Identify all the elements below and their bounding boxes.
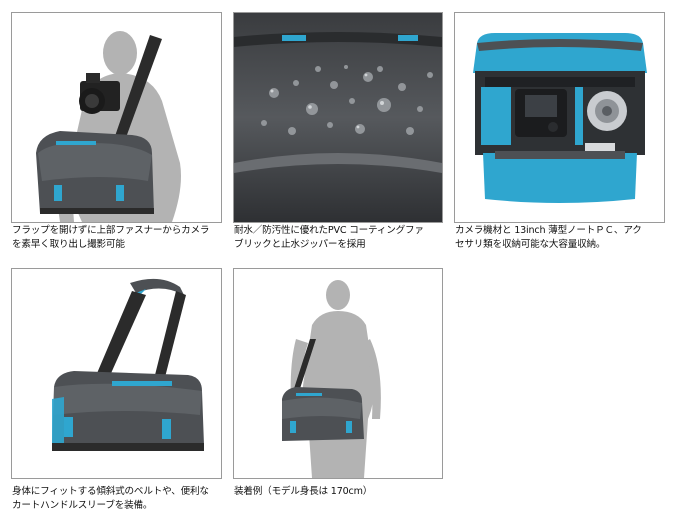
open-bag-interior-photo [455, 13, 664, 222]
person-with-camera-and-bag-photo [12, 13, 221, 222]
caption-line: 身体にフィットする傾斜式のベルトや、便利な [12, 486, 209, 497]
panel-caption: 耐水／防汚性に優れたPVC コーティングファ ブリックと止水ジッパーを採用 [234, 224, 424, 252]
photo-frame [233, 268, 443, 479]
bag-with-shoulder-strap-photo [12, 269, 221, 478]
photo-frame [11, 12, 222, 223]
caption-line: 耐水／防汚性に優れたPVC コーティングファ [234, 225, 424, 236]
model-wearing-bag-photo [234, 269, 442, 478]
panel-caption: 装着例（モデル身長は 170cm） [234, 485, 372, 499]
caption-line: セサリ類を収納可能な大容量収納。 [455, 239, 606, 250]
caption-line: を素早く取り出し撮影可能 [12, 239, 125, 250]
water-droplets-on-fabric-photo [234, 13, 442, 222]
caption-line: カートハンドルスリーブを装備。 [12, 500, 153, 511]
photo-frame [233, 12, 443, 223]
panel-caption: カメラ機材と 13inch 薄型ノートＰＣ、アク セサリ類を収納可能な大容量収納… [455, 224, 642, 252]
caption-line: 装着例（モデル身長は 170cm） [234, 486, 373, 497]
photo-frame [11, 268, 222, 479]
panel-caption: フラップを開けずに上部ファスナーからカメラ を素早く取り出し撮影可能 [12, 224, 209, 252]
caption-line: ブリックと止水ジッパーを採用 [234, 239, 366, 250]
photo-frame [454, 12, 665, 223]
caption-line: フラップを開けずに上部ファスナーからカメラ [12, 225, 210, 236]
caption-line: カメラ機材と 13inch 薄型ノートＰＣ、アク [455, 225, 642, 236]
panel-caption: 身体にフィットする傾斜式のベルトや、便利な カートハンドルスリーブを装備。 [12, 485, 209, 513]
